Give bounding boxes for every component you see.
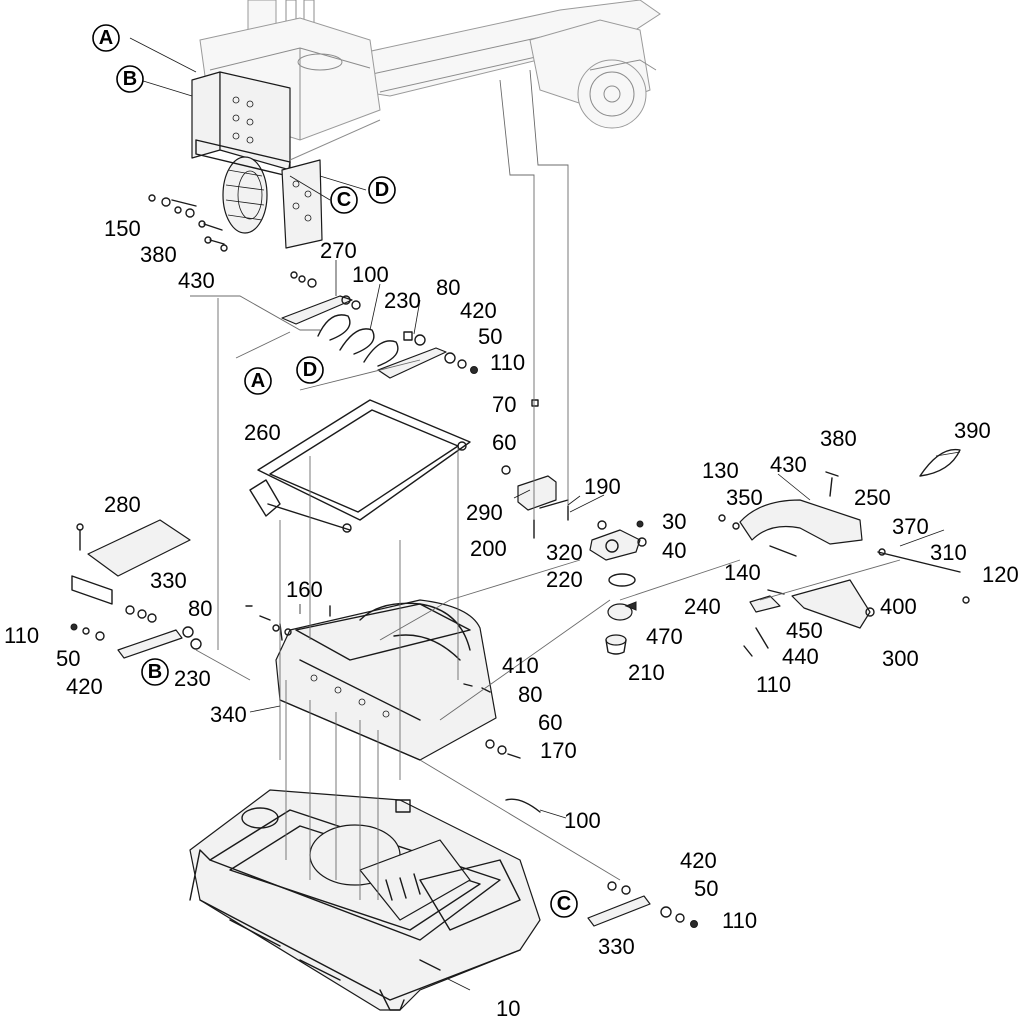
part-label-300: 300 (882, 646, 919, 671)
part-label-200: 200 (470, 536, 507, 561)
part-label-230: 230 (384, 288, 421, 313)
part-label-190: 190 (584, 474, 621, 499)
part-label-60-mid: 60 (538, 710, 562, 735)
part-label-400: 400 (880, 594, 917, 619)
part-label-420-left: 420 (66, 674, 103, 699)
part-label-240: 240 (684, 594, 721, 619)
link-330-left (70, 605, 202, 659)
part-label-80: 80 (436, 275, 460, 300)
part-label-250: 250 (854, 485, 891, 510)
part-label-80-left: 80 (188, 596, 212, 621)
ref-marker-C-bottom: C (550, 890, 578, 918)
svg-text:D: D (375, 179, 389, 201)
link-assembly-270 (281, 271, 478, 379)
ref-marker-B-top: B (116, 65, 144, 93)
svg-text:C: C (337, 189, 351, 211)
part-label-290: 290 (466, 500, 503, 525)
part-label-50-left: 50 (56, 646, 80, 671)
part-label-470: 470 (646, 624, 683, 649)
part-label-210: 210 (628, 660, 665, 685)
ref-marker-D-top: D (368, 176, 396, 204)
part-label-410: 410 (502, 653, 539, 678)
part-label-370: 370 (892, 514, 929, 539)
part-label-150: 150 (104, 216, 141, 241)
part-label-270: 270 (320, 238, 357, 263)
cover-plate-280 (71, 519, 191, 605)
svg-text:C: C (557, 893, 571, 915)
part-label-330-left: 330 (150, 568, 187, 593)
svg-text:D: D (303, 359, 317, 381)
part-label-140: 140 (724, 560, 761, 585)
part-label-120: 120 (982, 562, 1019, 587)
part-label-280: 280 (104, 492, 141, 517)
part-label-130: 130 (702, 458, 739, 483)
part-label-390: 390 (954, 418, 991, 443)
bracket-320-group (589, 520, 647, 655)
part-label-430-right: 430 (770, 452, 807, 477)
base-unit-10 (189, 789, 541, 1011)
svg-text:A: A (99, 27, 113, 49)
part-label-110-right: 110 (756, 672, 791, 697)
part-label-420-right: 420 (680, 848, 717, 873)
right-assembly-250-300 (718, 448, 970, 657)
part-label-10: 10 (496, 996, 520, 1021)
hardware-150-380-430 (148, 194, 228, 252)
part-label-50: 50 (478, 324, 502, 349)
part-label-330-right: 330 (598, 934, 635, 959)
part-label-70: 70 (492, 392, 516, 417)
part-label-50-right: 50 (694, 876, 718, 901)
part-label-110-left: 110 (4, 623, 39, 648)
part-label-340: 340 (210, 702, 247, 727)
part-label-100-bottom: 100 (564, 808, 601, 833)
part-label-440: 440 (782, 644, 819, 669)
part-labels: 150 380 430 270 100 80 230 420 50 110 70… (4, 216, 1019, 1021)
ref-marker-B-left: B (141, 658, 169, 686)
part-label-170: 170 (540, 738, 577, 763)
part-label-60: 60 (492, 430, 516, 455)
ref-marker-A-top: A (92, 24, 120, 52)
alignment-lines (190, 69, 901, 900)
part-label-420: 420 (460, 298, 497, 323)
label-leaders (129, 37, 961, 991)
part-label-40: 40 (662, 538, 686, 563)
part-label-230-left: 230 (174, 666, 211, 691)
part-label-110: 110 (490, 350, 525, 375)
ref-marker-D-mid: D (296, 356, 324, 384)
part-label-30: 30 (662, 509, 686, 534)
ref-marker-C-top: C (330, 186, 358, 214)
part-label-220: 220 (546, 567, 583, 592)
part-label-320: 320 (546, 540, 583, 565)
part-label-380-right: 380 (820, 426, 857, 451)
part-label-430: 430 (178, 268, 215, 293)
svg-text:B: B (148, 661, 162, 683)
part-label-350: 350 (726, 485, 763, 510)
ref-marker-A-mid: A (244, 367, 272, 395)
part-label-80-mid: 80 (518, 682, 542, 707)
link-330-right (587, 881, 698, 928)
part-label-310: 310 (930, 540, 967, 565)
part-label-260: 260 (244, 420, 281, 445)
bracket-290-group (501, 399, 569, 539)
frame-260 (249, 399, 471, 533)
hardware-80-60-170 (463, 683, 541, 813)
part-label-450: 450 (786, 618, 823, 643)
upper-machine-frame (191, 0, 661, 249)
svg-text:B: B (123, 68, 137, 90)
part-label-100: 100 (352, 262, 389, 287)
housing-340 (245, 599, 497, 761)
part-label-160: 160 (286, 577, 323, 602)
svg-text:A: A (251, 370, 265, 392)
part-label-380: 380 (140, 242, 177, 267)
part-label-110-bottom: 110 (722, 908, 757, 933)
